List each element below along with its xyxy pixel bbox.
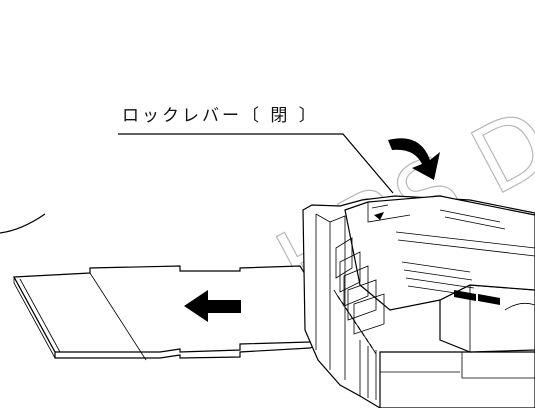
rotate-arrow-icon (388, 138, 440, 180)
lock-lever-label: ロックレバー〔 閉 〕 (122, 106, 319, 126)
arrow-left-icon (184, 290, 241, 322)
fpc-cable (13, 265, 341, 361)
partial-arc (0, 213, 46, 234)
connector-body (302, 195, 535, 408)
callout-leader-line (118, 133, 394, 194)
